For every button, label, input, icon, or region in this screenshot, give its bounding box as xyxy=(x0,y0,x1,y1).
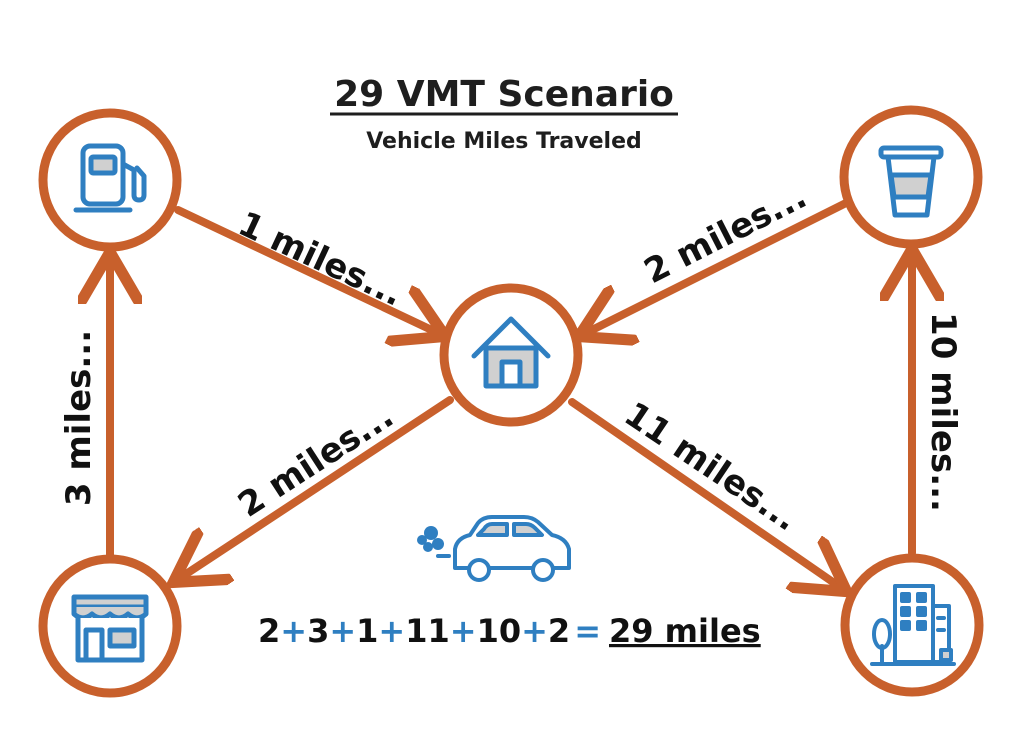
equation: 2+3+1+11+10+2=29 miles xyxy=(258,612,761,650)
plus-sign: + xyxy=(280,612,307,650)
equals-sign: = xyxy=(574,612,601,650)
diagram-title: 29 VMT Scenario xyxy=(334,74,674,115)
edge-label-home-to-store: 2 miles... xyxy=(231,396,401,526)
equation-term: 2 xyxy=(548,612,570,650)
arrow-gas-to-home xyxy=(174,206,438,333)
plus-sign: + xyxy=(450,612,477,650)
edge-label-store-to-gas: 3 miles... xyxy=(59,330,99,506)
edge-label-home-to-office: 11 miles... xyxy=(617,394,805,539)
edge-label-gas-to-home: 1 miles... xyxy=(232,204,409,315)
equation-term: 3 xyxy=(307,612,329,650)
plus-sign: + xyxy=(521,612,548,650)
equation-term: 2 xyxy=(258,612,280,650)
arrow-home-to-office xyxy=(568,398,840,587)
equation-term: 11 xyxy=(405,612,450,650)
equation-expression: 2+3+1+11+10+2=29 miles xyxy=(258,612,761,650)
node-rings xyxy=(38,105,984,698)
storefront-icon xyxy=(71,594,149,663)
car-with-exhaust-icon xyxy=(417,515,571,582)
house-icon xyxy=(471,316,551,389)
equation-term: 10 xyxy=(477,612,522,650)
coffee-cup-icon xyxy=(878,145,944,218)
node-office xyxy=(840,553,984,697)
gas-pump-icon xyxy=(73,143,147,213)
plus-sign: + xyxy=(329,612,356,650)
arrow-coffee-to-home xyxy=(586,199,850,333)
edge-label-office-to-coffee: 10 miles... xyxy=(923,312,963,512)
office-building-icon xyxy=(870,584,956,666)
plus-sign: + xyxy=(378,612,405,650)
equation-total: 29 miles xyxy=(609,612,761,650)
arrows xyxy=(110,199,912,587)
diagram-subtitle: Vehicle Miles Traveled xyxy=(366,129,642,154)
equation-term: 1 xyxy=(356,612,378,650)
arrow-home-to-store xyxy=(180,396,454,578)
